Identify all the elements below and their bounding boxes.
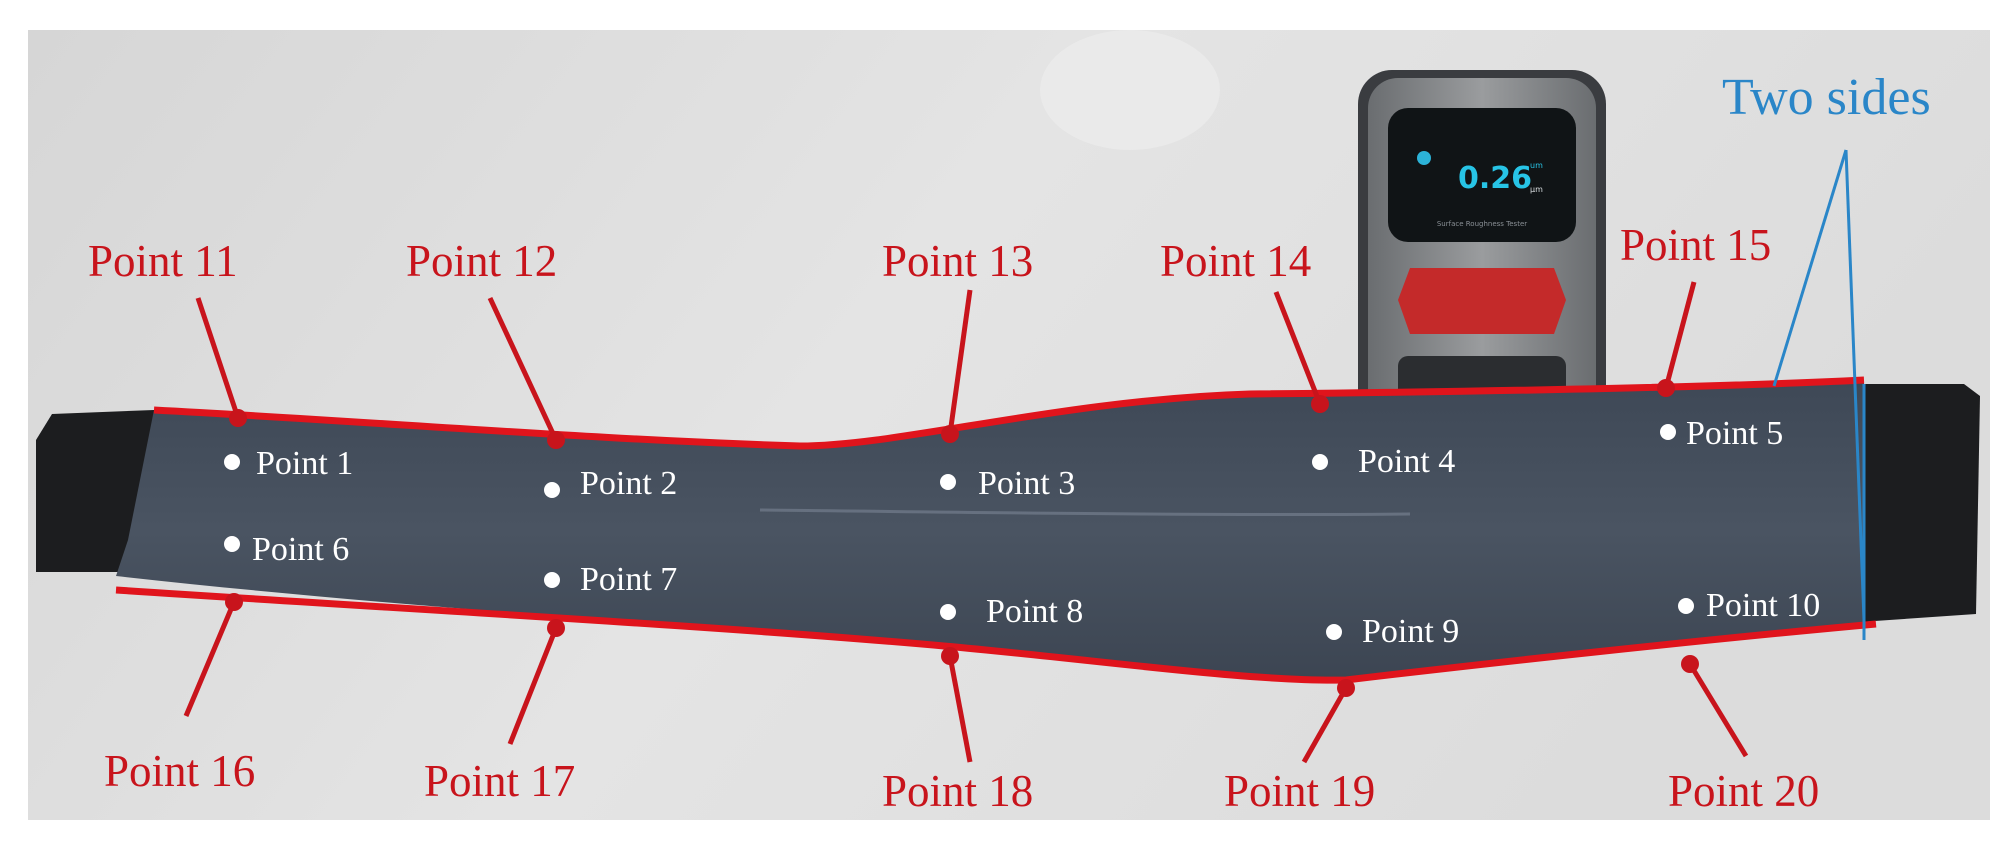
label-point-11: Point 11 xyxy=(88,236,238,286)
bottom-edge-dots xyxy=(225,593,1699,697)
label-point-9: Point 9 xyxy=(1362,613,1459,650)
specimen-highlight xyxy=(759,508,1411,517)
top-edge-dots xyxy=(229,379,1675,449)
device-unit-bottom: μm xyxy=(1530,185,1543,194)
label-point-5: Point 5 xyxy=(1686,415,1783,452)
label-point-17: Point 17 xyxy=(424,756,575,806)
inner-point-dots xyxy=(224,424,1694,640)
label-point-16: Point 16 xyxy=(104,746,255,796)
device-power-indicator xyxy=(1417,151,1431,165)
specimen-band xyxy=(116,380,1864,681)
roughness-tester: 0.26 um μm Surface Roughness Tester xyxy=(1358,70,1606,430)
bottom-red-edge xyxy=(115,586,1877,684)
right-grip xyxy=(1848,384,1980,622)
label-point-2: Point 2 xyxy=(580,465,677,502)
background-reflection xyxy=(1040,30,1220,150)
label-point-12: Point 12 xyxy=(406,236,557,286)
label-point-14: Point 14 xyxy=(1160,236,1311,286)
label-point-3: Point 3 xyxy=(978,465,1075,502)
label-point-7: Point 7 xyxy=(580,561,677,598)
label-point-4: Point 4 xyxy=(1358,443,1455,480)
bottom-leaders xyxy=(183,601,1749,764)
top-red-edge xyxy=(153,376,1865,450)
device-caption: Surface Roughness Tester xyxy=(1437,220,1527,228)
left-grip xyxy=(36,410,154,572)
label-point-20: Point 20 xyxy=(1668,766,1819,816)
label-point-1: Point 1 xyxy=(256,445,353,482)
blue-pointer-right xyxy=(1844,149,1866,621)
label-point-8: Point 8 xyxy=(986,593,1083,630)
label-point-10: Point 10 xyxy=(1706,587,1820,624)
label-point-15: Point 15 xyxy=(1620,220,1771,270)
device-reading: 0.26 xyxy=(1458,161,1532,196)
label-point-18: Point 18 xyxy=(882,766,1033,816)
device-unit-top: um xyxy=(1530,161,1543,170)
blue-pointer-left xyxy=(1772,149,1848,387)
device-red-button xyxy=(1398,268,1566,334)
two-sides-label: Two sides xyxy=(1722,69,1931,126)
top-leaders xyxy=(195,281,1697,442)
label-point-6: Point 6 xyxy=(252,531,349,568)
label-point-19: Point 19 xyxy=(1224,766,1375,816)
label-point-13: Point 13 xyxy=(882,236,1033,286)
